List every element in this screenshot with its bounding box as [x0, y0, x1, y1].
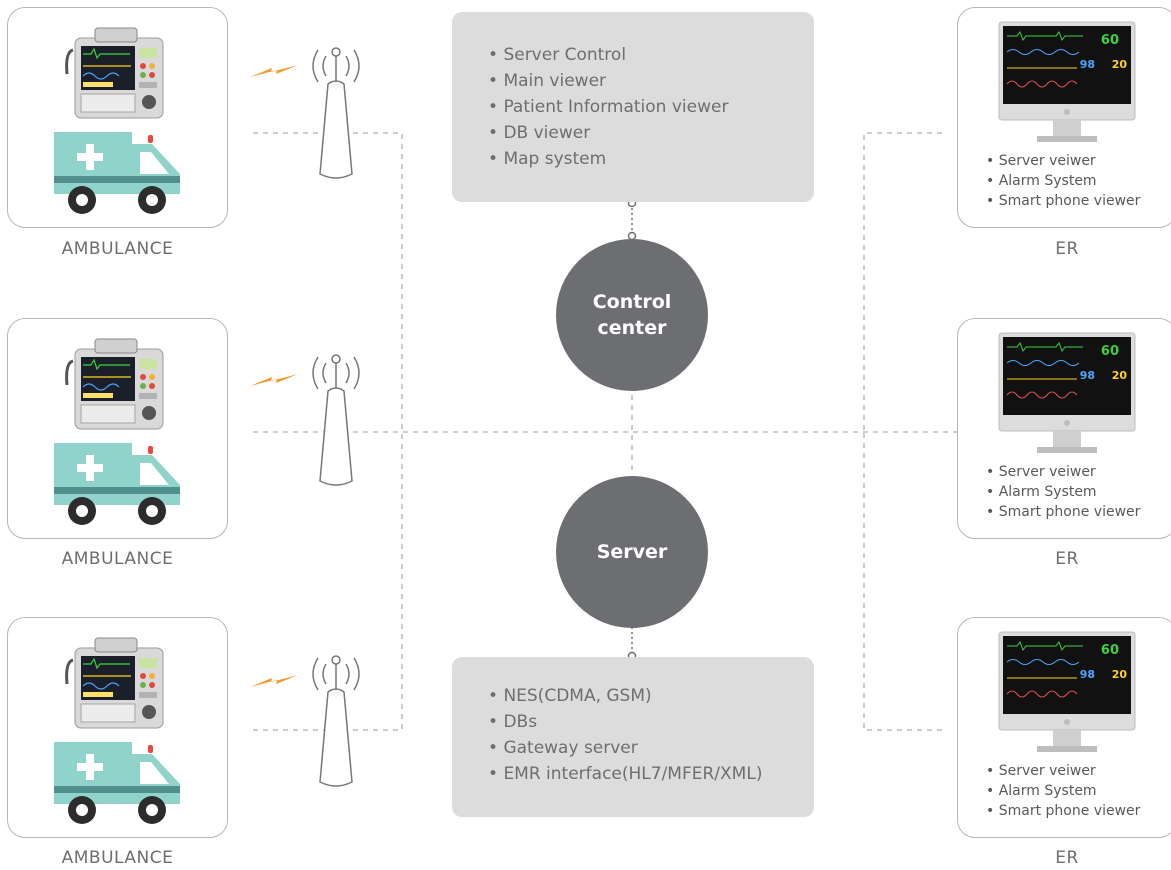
antenna-tower-icon [312, 354, 360, 486]
ambulance-label: AMBULANCE [61, 239, 174, 259]
control-center-feature-box: Server Control Main viewer Patient Infor… [452, 12, 814, 202]
er-feature-item: Alarm System [986, 482, 1140, 502]
monitor-spo2-value: 98 [1080, 369, 1095, 382]
feature-item: Patient Information viewer [488, 94, 814, 120]
er-feature-item: Server veiwer [986, 462, 1140, 482]
monitor-resp-value: 20 [1112, 668, 1128, 681]
monitor-hr-value: 60 [1101, 643, 1119, 658]
er-label: ER [1055, 239, 1079, 259]
feature-item: DB viewer [488, 120, 814, 146]
feature-item: DBs [488, 709, 814, 735]
antenna-tower-icon [312, 655, 360, 787]
monitor-resp-value: 20 [1112, 58, 1128, 71]
feature-item: NES(CDMA, GSM) [488, 683, 814, 709]
server-feature-box: NES(CDMA, GSM) DBs Gateway server EMR in… [452, 657, 814, 817]
er-feature-item: Alarm System [986, 781, 1140, 801]
control-center-feature-list: Server Control Main viewer Patient Infor… [488, 42, 814, 172]
er-feature-list: Server veiwer Alarm System Smart phone v… [986, 761, 1141, 821]
ambulance-icon [54, 443, 180, 525]
control-center-label-line1: Control [592, 291, 672, 313]
monitor-hr-value: 60 [1101, 344, 1119, 359]
er-feature-item: Server veiwer [986, 761, 1140, 781]
er-label: ER [1055, 848, 1079, 868]
defibrillator-icon [65, 637, 164, 729]
server-label: Server [596, 541, 668, 563]
monitor-icon: 60 98 20 [998, 332, 1136, 453]
signal-bolt-icon [250, 374, 298, 386]
link-er-1 [863, 132, 942, 432]
er-feature-item: Alarm System [986, 171, 1140, 191]
link-er-3 [863, 432, 942, 731]
er-feature-list: Server veiwer Alarm System Smart phone v… [986, 462, 1141, 522]
ambulance-label: AMBULANCE [61, 549, 174, 569]
control-center-label-line2: center [597, 317, 667, 339]
feature-item: EMR interface(HL7/MFER/XML) [488, 761, 814, 787]
defibrillator-icon [65, 27, 164, 119]
server-feature-list: NES(CDMA, GSM) DBs Gateway server EMR in… [488, 683, 814, 787]
er-feature-item: Smart phone viewer [986, 801, 1141, 821]
ambulance-icon [54, 132, 180, 214]
monitor-spo2-value: 98 [1080, 58, 1095, 71]
er-feature-item: Smart phone viewer [986, 502, 1141, 522]
monitor-spo2-value: 98 [1080, 668, 1095, 681]
feature-item: Gateway server [488, 735, 814, 761]
feature-item: Server Control [488, 42, 814, 68]
feature-item: Map system [488, 146, 814, 172]
er-feature-item: Smart phone viewer [986, 191, 1141, 211]
er-label: ER [1055, 549, 1079, 569]
ambulance-label: AMBULANCE [61, 848, 174, 868]
monitor-resp-value: 20 [1112, 369, 1128, 382]
feature-item: Main viewer [488, 68, 814, 94]
control-center-node: Control center [556, 239, 708, 391]
signal-bolt-icon [250, 675, 298, 687]
monitor-icon: 60 98 20 [998, 631, 1136, 752]
signal-bolt-icon [250, 65, 298, 77]
server-node: Server [556, 476, 708, 628]
er-feature-item: Server veiwer [986, 151, 1140, 171]
monitor-icon: 60 98 20 [998, 21, 1136, 142]
ambulance-icon [54, 742, 180, 824]
antenna-tower-icon [312, 47, 360, 179]
er-feature-list: Server veiwer Alarm System Smart phone v… [986, 151, 1141, 211]
defibrillator-icon [65, 338, 164, 430]
monitor-hr-value: 60 [1101, 33, 1119, 48]
